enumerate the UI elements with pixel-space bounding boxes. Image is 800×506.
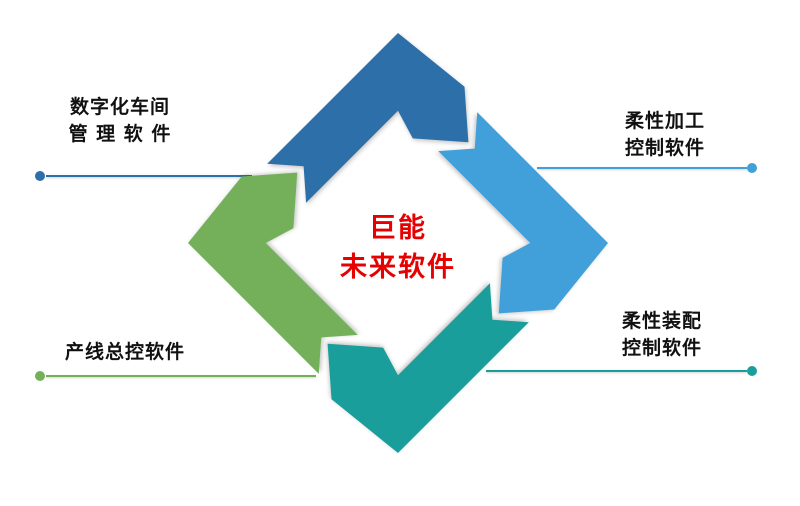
center-title: 巨能 未来软件: [288, 209, 508, 287]
arrow-segment-right: [438, 112, 608, 314]
arrow-segment-bottom: [327, 283, 529, 453]
center-title-line-2: 未来软件: [340, 252, 456, 283]
label-line-1: 柔性装配: [621, 310, 702, 332]
connector-dot-top-left: [35, 171, 45, 181]
connector-top-left: [35, 171, 252, 181]
connector-top-right: [537, 163, 757, 173]
label-flexible-machining: 柔性加工 控制软件: [583, 108, 747, 162]
connector-dot-bottom-right: [747, 366, 757, 376]
arrow-segment-top: [267, 33, 469, 203]
label-flexible-assembly: 柔性装配 控制软件: [580, 308, 744, 362]
label-line-2: 管 理 软 件: [68, 123, 172, 145]
connector-dot-top-right: [747, 163, 757, 173]
arrow-segment-left: [188, 172, 358, 374]
label-line-1: 柔性加工: [624, 110, 705, 132]
connector-bottom-right: [486, 366, 757, 376]
chevron-diamond: [188, 33, 608, 453]
label-line-1: 数字化车间: [69, 96, 170, 118]
label-digital-workshop: 数字化车间 管 理 软 件: [28, 94, 212, 148]
label-line-1: 产线总控软件: [64, 341, 185, 363]
connector-dot-bottom-left: [35, 371, 45, 381]
label-line-master-control: 产线总控软件: [33, 339, 217, 366]
label-line-2: 控制软件: [624, 137, 705, 159]
center-title-line-1: 巨能: [369, 213, 427, 244]
label-line-2: 控制软件: [621, 337, 702, 359]
connector-bottom-left: [35, 371, 316, 381]
